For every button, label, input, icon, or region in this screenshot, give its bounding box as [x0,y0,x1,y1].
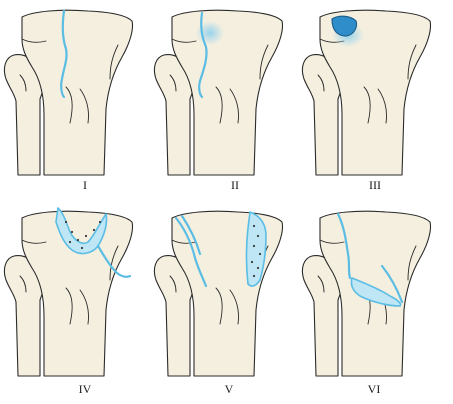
panel-label-iii: III [369,178,381,192]
comminuted-zone-medial [245,211,267,287]
fracture-line-lateral-inner [180,214,202,256]
panel-label-iv: IV [79,382,92,396]
central-depression [331,15,358,37]
panel-label-i: I [83,178,87,192]
fracture-line-split-depression [198,11,208,99]
panel-label-v: V [225,382,234,396]
fracture-line-lateral [174,216,208,288]
panel-v [153,210,284,377]
panel-i [3,9,134,176]
panel-iv [3,207,134,377]
fracture-line-vertical [336,212,352,280]
panel-label-ii: II [231,178,239,192]
panel-label-vi: VI [368,382,381,396]
panel-iii [301,9,432,176]
fracture-line-medial-oblique [380,264,404,304]
metaphyseal-fracture [350,277,402,307]
depression-glow [196,21,224,45]
fracture-line-medial [96,244,132,278]
panel-ii [153,9,284,176]
comminuted-zone [55,207,108,255]
panel-vi [301,210,432,377]
fracture-line-split [60,9,68,99]
